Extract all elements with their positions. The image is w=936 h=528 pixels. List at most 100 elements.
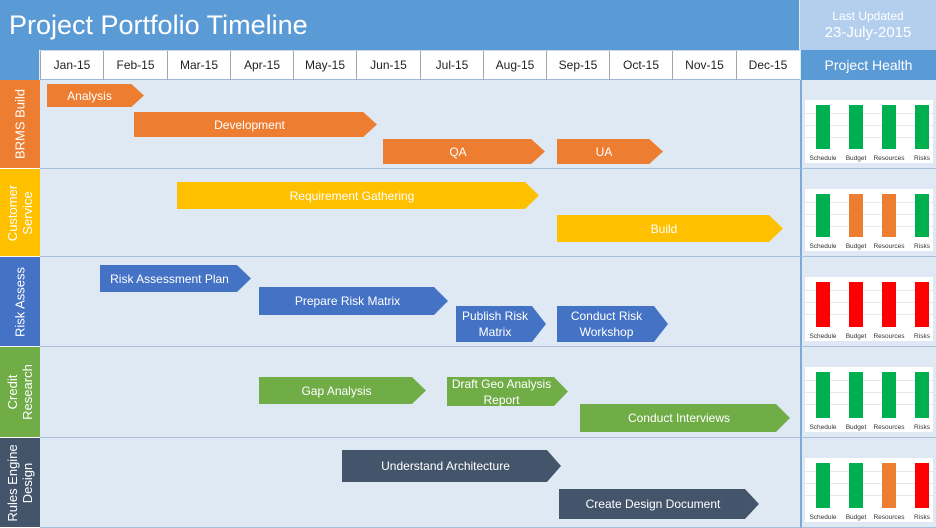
health-panel: Schedule Budget Resources Risks [805,100,933,163]
health-bar-risks [915,463,929,508]
health-gridline [805,290,933,291]
health-bar-budget [849,463,863,508]
health-gridline [805,226,933,227]
row-label-text: BRMS Build [12,88,28,160]
month-header-mar-15: Mar-15 [167,51,230,80]
month-header-apr-15: Apr-15 [230,51,293,80]
task-label: Risk Assessment Plan [110,271,229,286]
task-label: Conduct Interviews [627,411,731,425]
health-bar-risks [915,105,929,149]
health-caption: Schedule [809,155,837,162]
health-caption: Risks [914,155,930,162]
task-bar-analysis[interactable]: Analysis [47,84,144,107]
page-title: Project Portfolio Timeline [0,0,800,50]
task-bar-conduct-interviews[interactable]: Conduct Interviews [580,404,790,432]
task-label: Build [650,221,678,236]
task-bar-risk-assessment-plan[interactable]: Risk Assessment Plan [100,265,251,292]
task-label: Create Design Document [585,497,721,511]
health-bar-risks [915,282,929,327]
health-caption: Budget [845,333,867,340]
task-bar-requirement-gathering[interactable]: Requirement Gathering [177,182,539,209]
row-label-brms-build: BRMS Build [0,80,40,169]
row-label-rules-engine-design: Rules Engine Design [0,438,40,528]
health-bar-budget [849,194,863,237]
row-label-customer-service: Customer Service [0,169,40,257]
health-gridline [805,404,933,405]
row-label-credit-research: Credit Research [0,347,40,438]
task-bar-publish-risk-matrix[interactable]: Publish Risk Matrix [456,306,546,342]
health-bar-resources [882,105,896,149]
health-caption: Resources [873,424,905,431]
health-gridline [805,314,933,315]
task-bar-prepare-risk-matrix[interactable]: Prepare Risk Matrix [259,287,448,315]
health-gridline [805,113,933,114]
health-caption: Schedule [809,514,837,521]
month-header-aug-15: Aug-15 [483,51,546,80]
health-caption: Budget [845,155,867,162]
row-label-text: Credit Research [5,364,35,420]
last-updated-label: Last Updated [832,9,904,23]
health-caption: Risks [914,333,930,340]
last-updated-date: 23-July-2015 [824,24,912,41]
header-corner [0,50,40,80]
month-header-may-15: May-15 [293,51,356,80]
row-label-text: Customer Service [5,184,35,241]
health-gridline [805,483,933,484]
health-bar-resources [882,194,896,237]
health-caption: Resources [873,333,905,340]
health-bar-budget [849,105,863,149]
health-caption: Resources [873,155,905,162]
task-bar-create-design-document[interactable]: Create Design Document [559,489,759,519]
task-bar-understand-architecture[interactable]: Understand Architecture [342,450,561,482]
task-label: Draft Geo Analysis Report [451,376,552,407]
health-bar-budget [849,372,863,418]
task-bar-build[interactable]: Build [557,215,783,242]
task-bar-qa[interactable]: QA [383,139,545,164]
health-chart-brms-build: Schedule Budget Resources Risks [800,80,936,169]
task-label: Requirement Gathering [289,188,415,203]
task-bar-development[interactable]: Development [134,112,377,137]
health-gridline [805,392,933,393]
health-bar-schedule [816,372,830,418]
month-header-oct-15: Oct-15 [609,51,672,80]
last-updated-box: Last Updated 23-July-2015 [800,0,936,50]
task-label: Analysis [67,88,112,103]
task-bar-gap-analysis[interactable]: Gap Analysis [259,377,426,404]
health-bar-schedule [816,194,830,237]
health-bar-budget [849,282,863,327]
task-label: QA [449,144,467,159]
health-caption: Risks [914,243,930,250]
month-header-jan-15: Jan-15 [40,51,103,80]
task-label: UA [595,144,613,159]
row-label-text: Risk Assess [12,266,28,337]
health-bar-schedule [816,282,830,327]
health-gridline [805,214,933,215]
health-caption: Risks [914,424,930,431]
health-bar-schedule [816,463,830,508]
health-gridline [805,125,933,126]
health-gridline [805,202,933,203]
health-bar-risks [915,194,929,237]
health-bar-resources [882,282,896,327]
month-header-jul-15: Jul-15 [420,51,483,80]
health-caption: Risks [914,514,930,521]
task-bar-draft-geo-analysis-report[interactable]: Draft Geo Analysis Report [447,377,568,406]
health-bar-resources [882,463,896,508]
project-health-header: Project Health [800,50,936,80]
task-label: Understand Architecture [381,459,510,473]
task-bar-ua[interactable]: UA [557,139,663,164]
task-label: Development [214,117,285,132]
month-header-sep-15: Sep-15 [546,51,609,80]
task-label: Gap Analysis [301,383,372,398]
health-gridline [805,495,933,496]
task-bar-conduct-risk-workshop[interactable]: Conduct Risk Workshop [557,306,668,342]
health-caption: Schedule [809,424,837,431]
health-caption: Schedule [809,243,837,250]
health-gridline [805,471,933,472]
